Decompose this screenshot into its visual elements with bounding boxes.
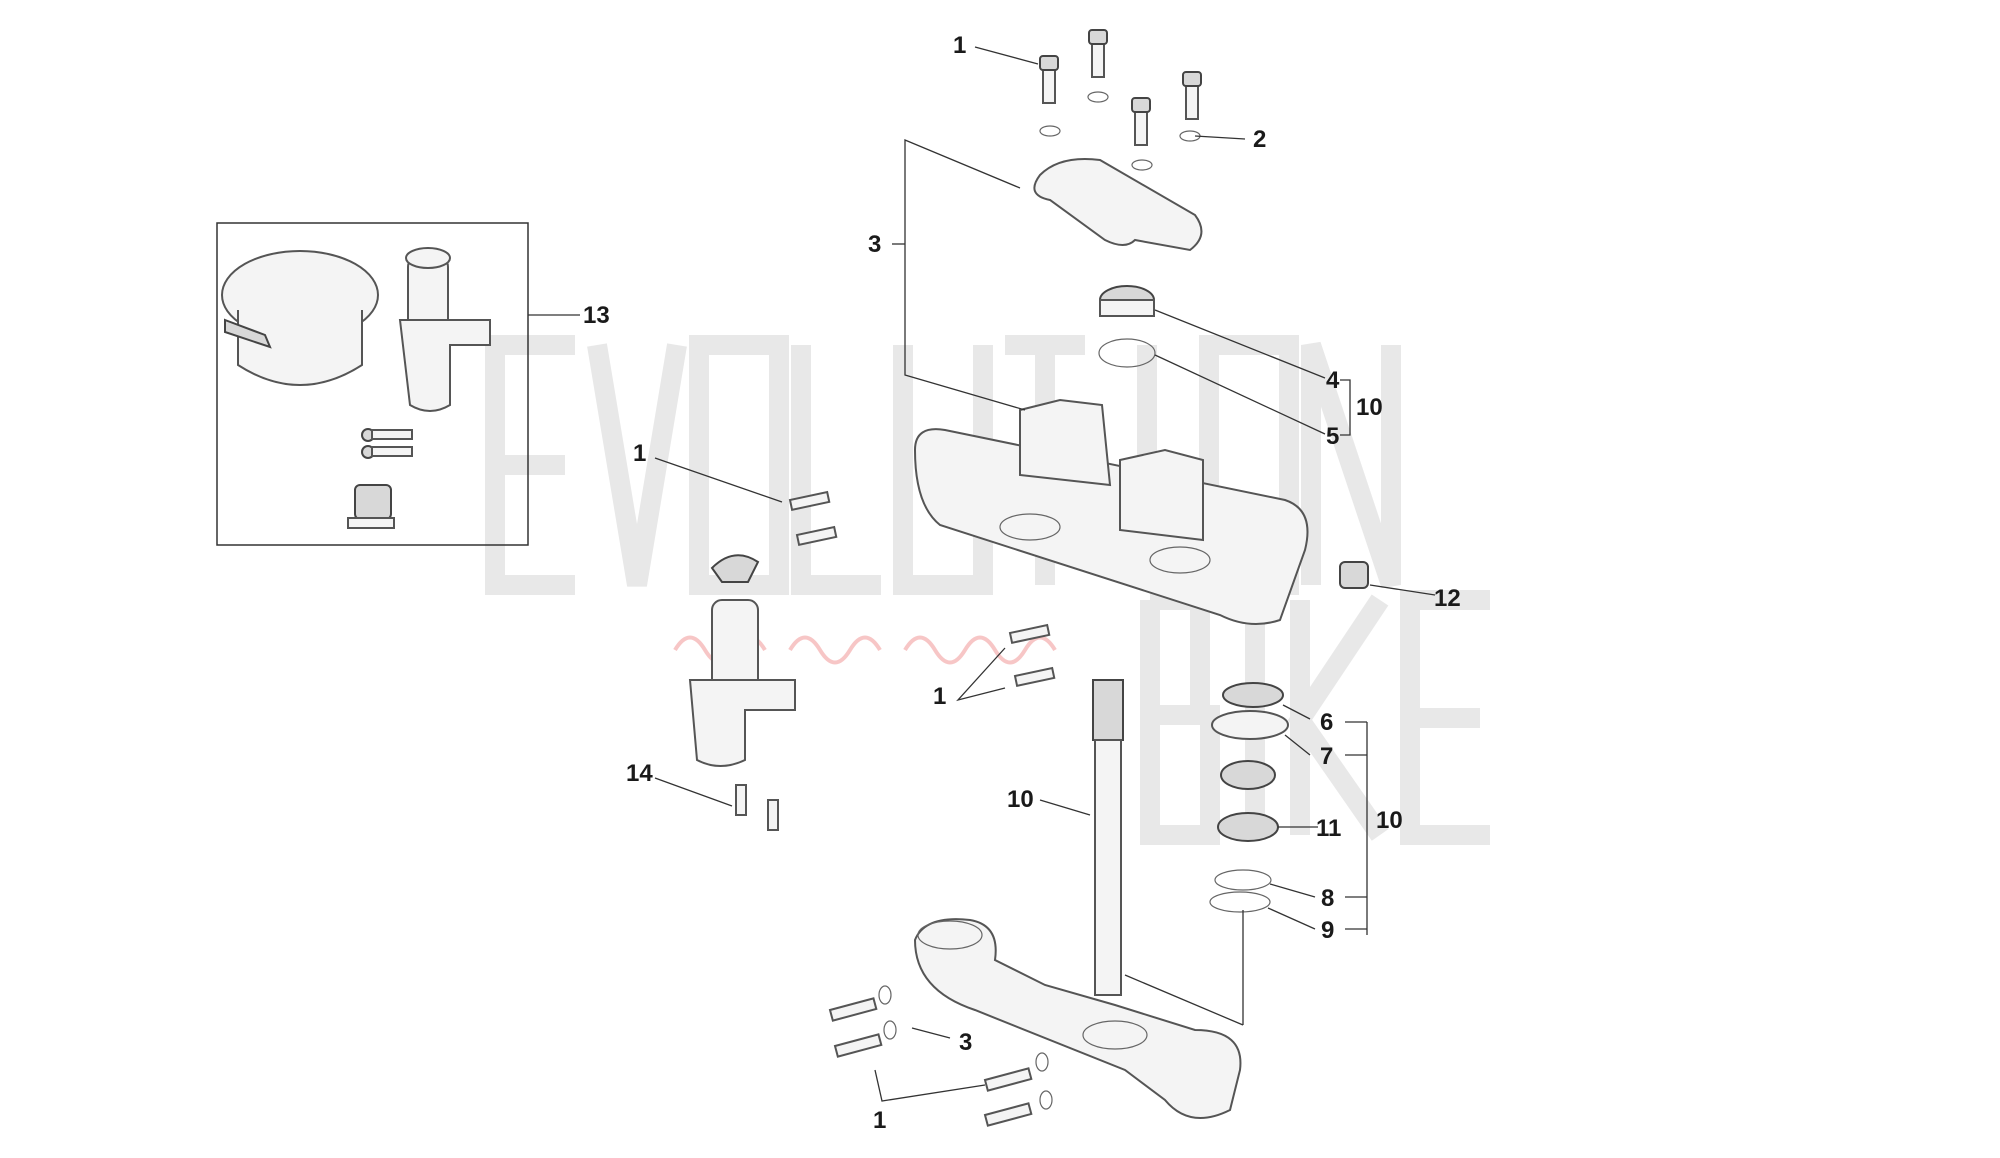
plug-cap [1339, 561, 1369, 589]
callout-10-group-bottom: 10 [1376, 807, 1403, 834]
callout-12: 12 [1434, 585, 1461, 612]
callout-13: 13 [583, 302, 610, 329]
callout-1-center: 1 [933, 683, 946, 710]
upper-fork-yoke [913, 398, 1309, 625]
callout-10-stem: 10 [1007, 786, 1034, 813]
callout-1-top: 1 [953, 32, 966, 59]
callout-3-bottom: 3 [959, 1029, 972, 1056]
ignition-lock-inset [398, 247, 491, 412]
callout-7: 7 [1320, 743, 1333, 770]
callout-5: 5 [1326, 423, 1339, 450]
callout-3-top: 3 [868, 231, 881, 258]
callout-1-mid: 1 [633, 440, 646, 467]
ignition-switch [688, 554, 796, 767]
callout-14: 14 [626, 760, 653, 787]
leader-lines [528, 46, 1436, 1102]
steering-stem [1092, 679, 1124, 996]
callout-labels: 1 2 3 13 4 10 5 1 12 1 6 7 14 10 11 10 8… [583, 32, 1461, 1134]
fuel-cap [221, 250, 379, 386]
bolts-mid [735, 490, 1056, 831]
lower-fork-yoke [913, 918, 1242, 1119]
callout-2: 2 [1253, 126, 1266, 153]
lock-set-inset [216, 222, 529, 546]
callout-9: 9 [1321, 917, 1334, 944]
keys [361, 428, 413, 459]
steering-nut [1098, 285, 1156, 368]
callout-6: 6 [1320, 709, 1333, 736]
handlebar-clamp [1033, 158, 1203, 252]
callout-11: 11 [1316, 815, 1341, 842]
bolts-bottom [828, 985, 1053, 1127]
callout-4: 4 [1326, 367, 1340, 394]
bearing-set [1209, 682, 1289, 913]
callout-10-group-top: 10 [1356, 394, 1383, 421]
callout-8: 8 [1321, 885, 1334, 912]
lock-cylinder [347, 484, 395, 529]
bolts-top [1039, 29, 1202, 171]
callout-1-bottom: 1 [873, 1107, 886, 1134]
